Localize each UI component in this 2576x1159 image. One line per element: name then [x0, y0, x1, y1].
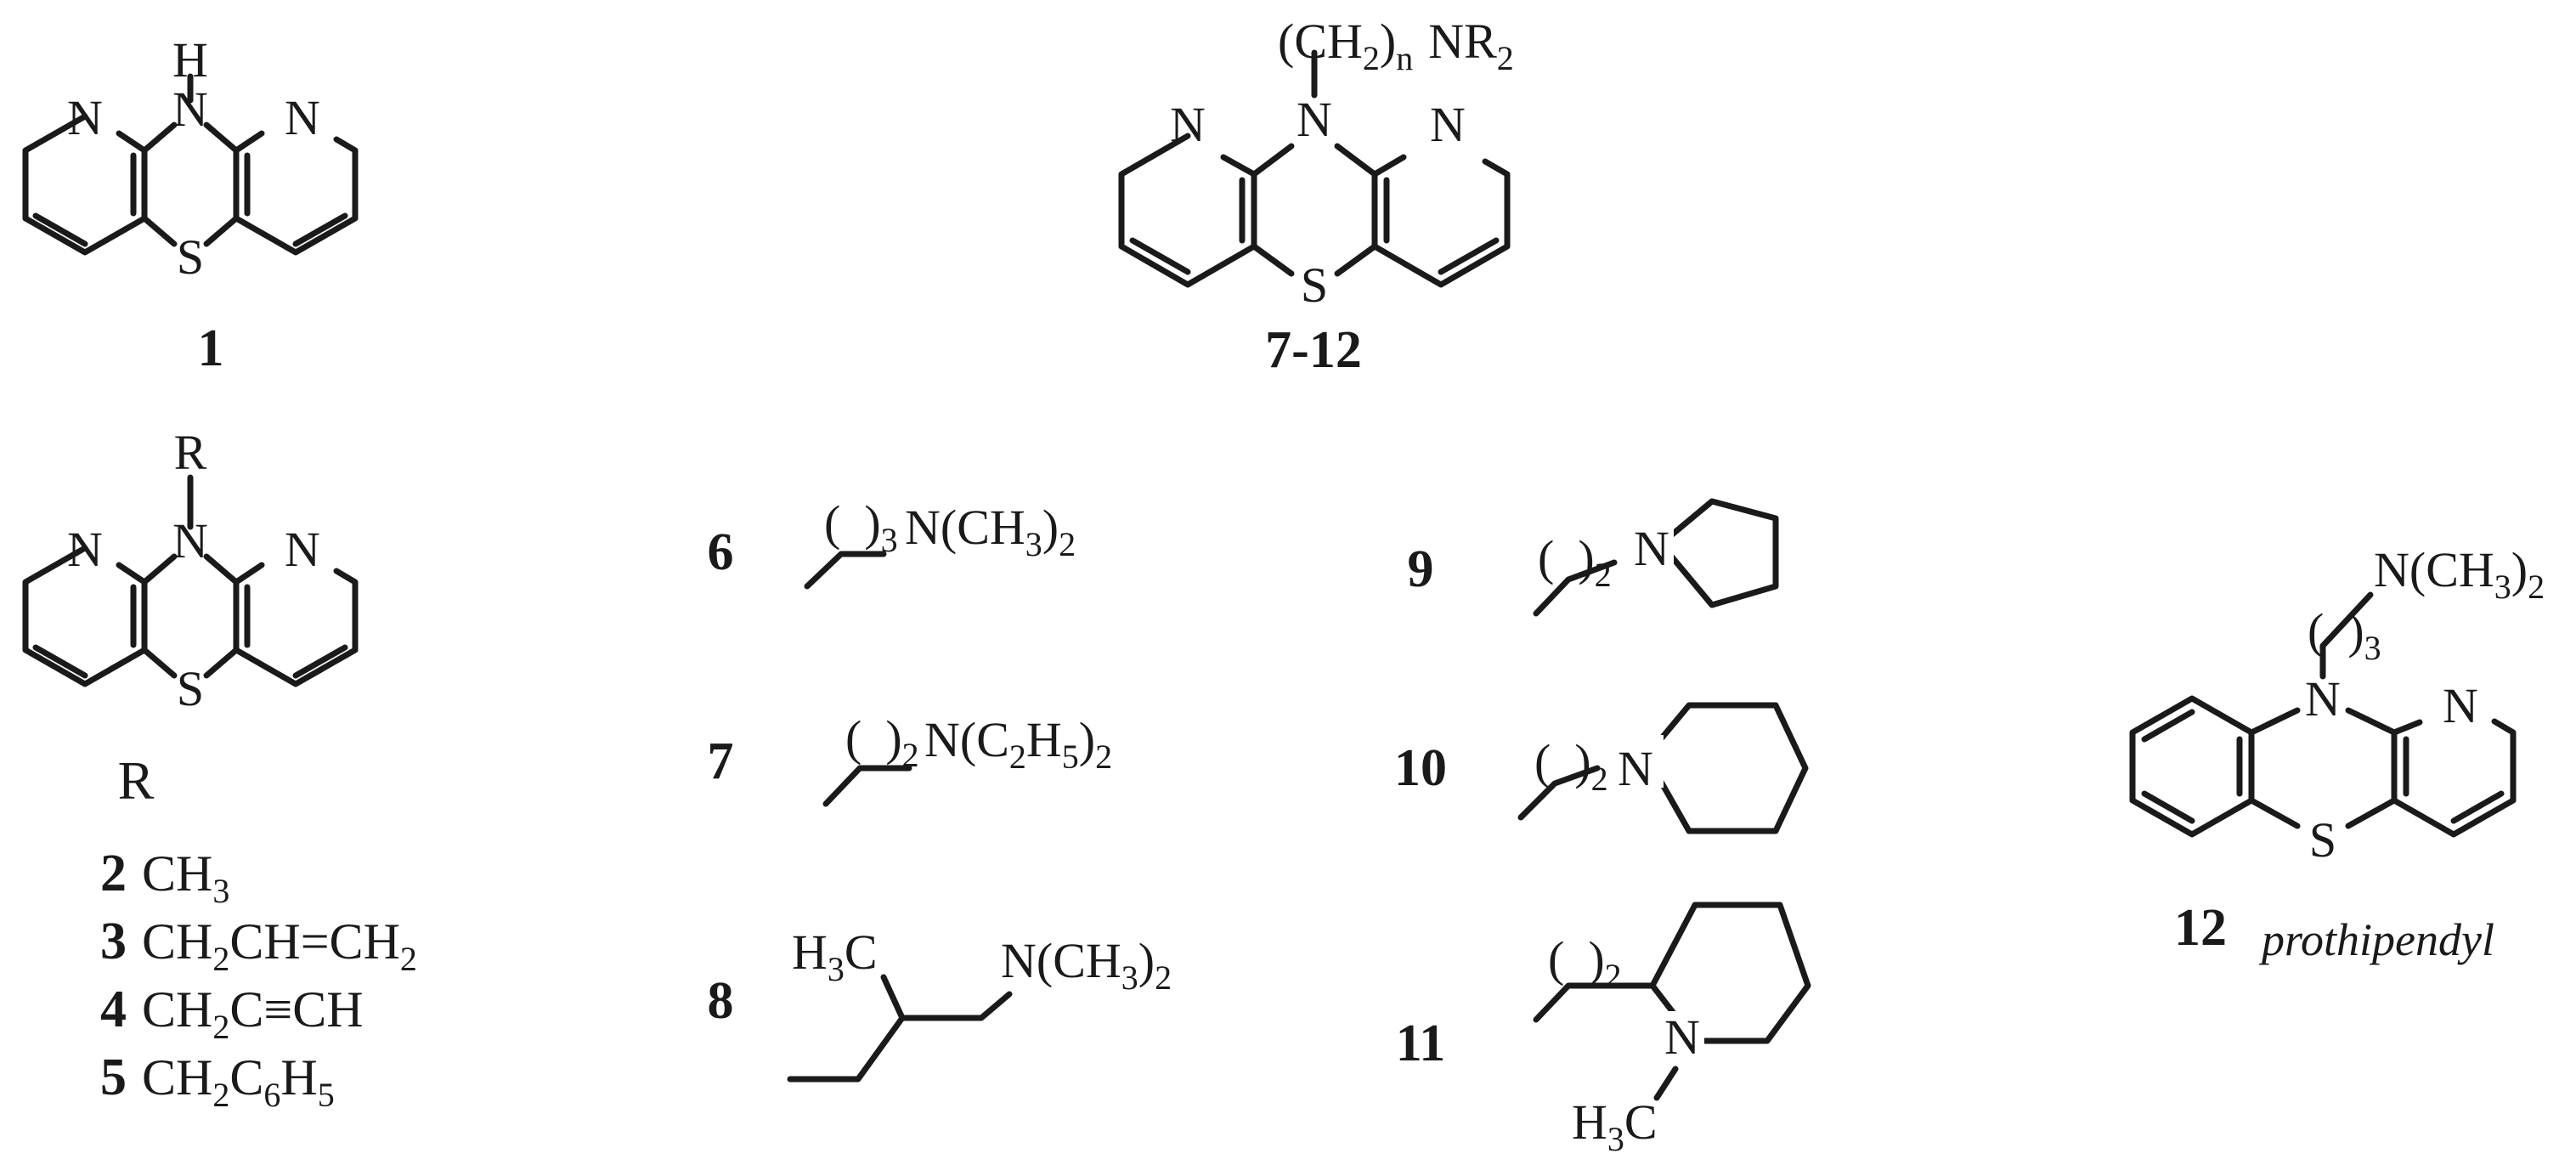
- c25-n-center-atom: N: [172, 513, 208, 568]
- c10-chain: ()2: [1534, 734, 1608, 798]
- c10-n-atom: N: [1618, 741, 1653, 796]
- c12-chain: ()3: [2308, 603, 2381, 667]
- c1-n-right-atom: N: [285, 90, 320, 145]
- c8-amine-group: N(CH3)2: [1001, 933, 1172, 997]
- c1-s-atom: S: [177, 229, 204, 285]
- compound-7-label: 7: [708, 732, 734, 790]
- compound-12-label: 12: [2174, 899, 2227, 957]
- c11-n-methyl: H3C: [1572, 1094, 1658, 1158]
- c8-methyl: H3C: [792, 924, 878, 988]
- c12-n-center-atom: N: [2305, 671, 2341, 726]
- c712-s-atom: S: [1301, 257, 1328, 313]
- c6-chain: ()3: [824, 495, 898, 559]
- compound-1-label: 1: [198, 319, 224, 377]
- compound-6-label: 6: [708, 523, 734, 581]
- compound-10-structure: ()2 N: [1517, 702, 1809, 834]
- c12-s-atom: S: [2309, 812, 2336, 868]
- compound-6-structure: ()3 N(CH3)2: [804, 495, 1076, 590]
- c12-amine-group: N(CH3)2: [2374, 542, 2545, 606]
- c1-n-top-atom: N: [172, 82, 208, 137]
- c6-amine-group: N(CH3)2: [905, 500, 1076, 563]
- c9-n-atom: N: [1634, 521, 1669, 576]
- c712-n-center-atom: N: [1296, 92, 1332, 147]
- compound-7-structure: ()2 N(C2H5)2: [822, 710, 1112, 807]
- compound-1-structure: H N N N S: [22, 32, 359, 285]
- c25-s-atom: S: [177, 661, 204, 716]
- compound-12-name: prothipendyl: [2258, 914, 2494, 965]
- c25-n-left-atom: N: [67, 522, 103, 577]
- c12-n-right-atom: N: [2443, 678, 2478, 733]
- compound-10-label: 10: [1394, 739, 1447, 797]
- c11-chain: ()2: [1548, 931, 1622, 995]
- c712-n-left-atom: N: [1170, 97, 1206, 152]
- compound-9-structure: ()2 N: [1533, 498, 1779, 617]
- c712-n-right-atom: N: [1430, 97, 1466, 152]
- r-heading: R: [118, 750, 155, 811]
- c25-r-atom: R: [174, 425, 207, 480]
- c11-n-atom: N: [1664, 1009, 1700, 1065]
- compound-8-structure: H3C N(CH3)2: [787, 924, 1172, 1083]
- c7-amine-group: N(C2H5)2: [924, 712, 1112, 776]
- c7-chain: ()2: [845, 710, 919, 774]
- c25-n-right-atom: N: [285, 522, 320, 577]
- c9-chain: ()2: [1538, 530, 1612, 594]
- compound-2-5-structure: R N N N S: [22, 425, 359, 716]
- compound-8-label: 8: [708, 972, 734, 1030]
- compound-11-structure: ()2 N H3C: [1533, 902, 1811, 1158]
- compound-11-label: 11: [1396, 1015, 1446, 1072]
- compound-7-12-label: 7-12: [1265, 321, 1362, 379]
- c1-n-left-atom: N: [67, 90, 103, 145]
- compound-9-label: 9: [1408, 540, 1434, 598]
- compound-12-structure: N N S ()3 N(CH3)2: [2129, 542, 2545, 868]
- c1-h-atom: H: [172, 32, 208, 88]
